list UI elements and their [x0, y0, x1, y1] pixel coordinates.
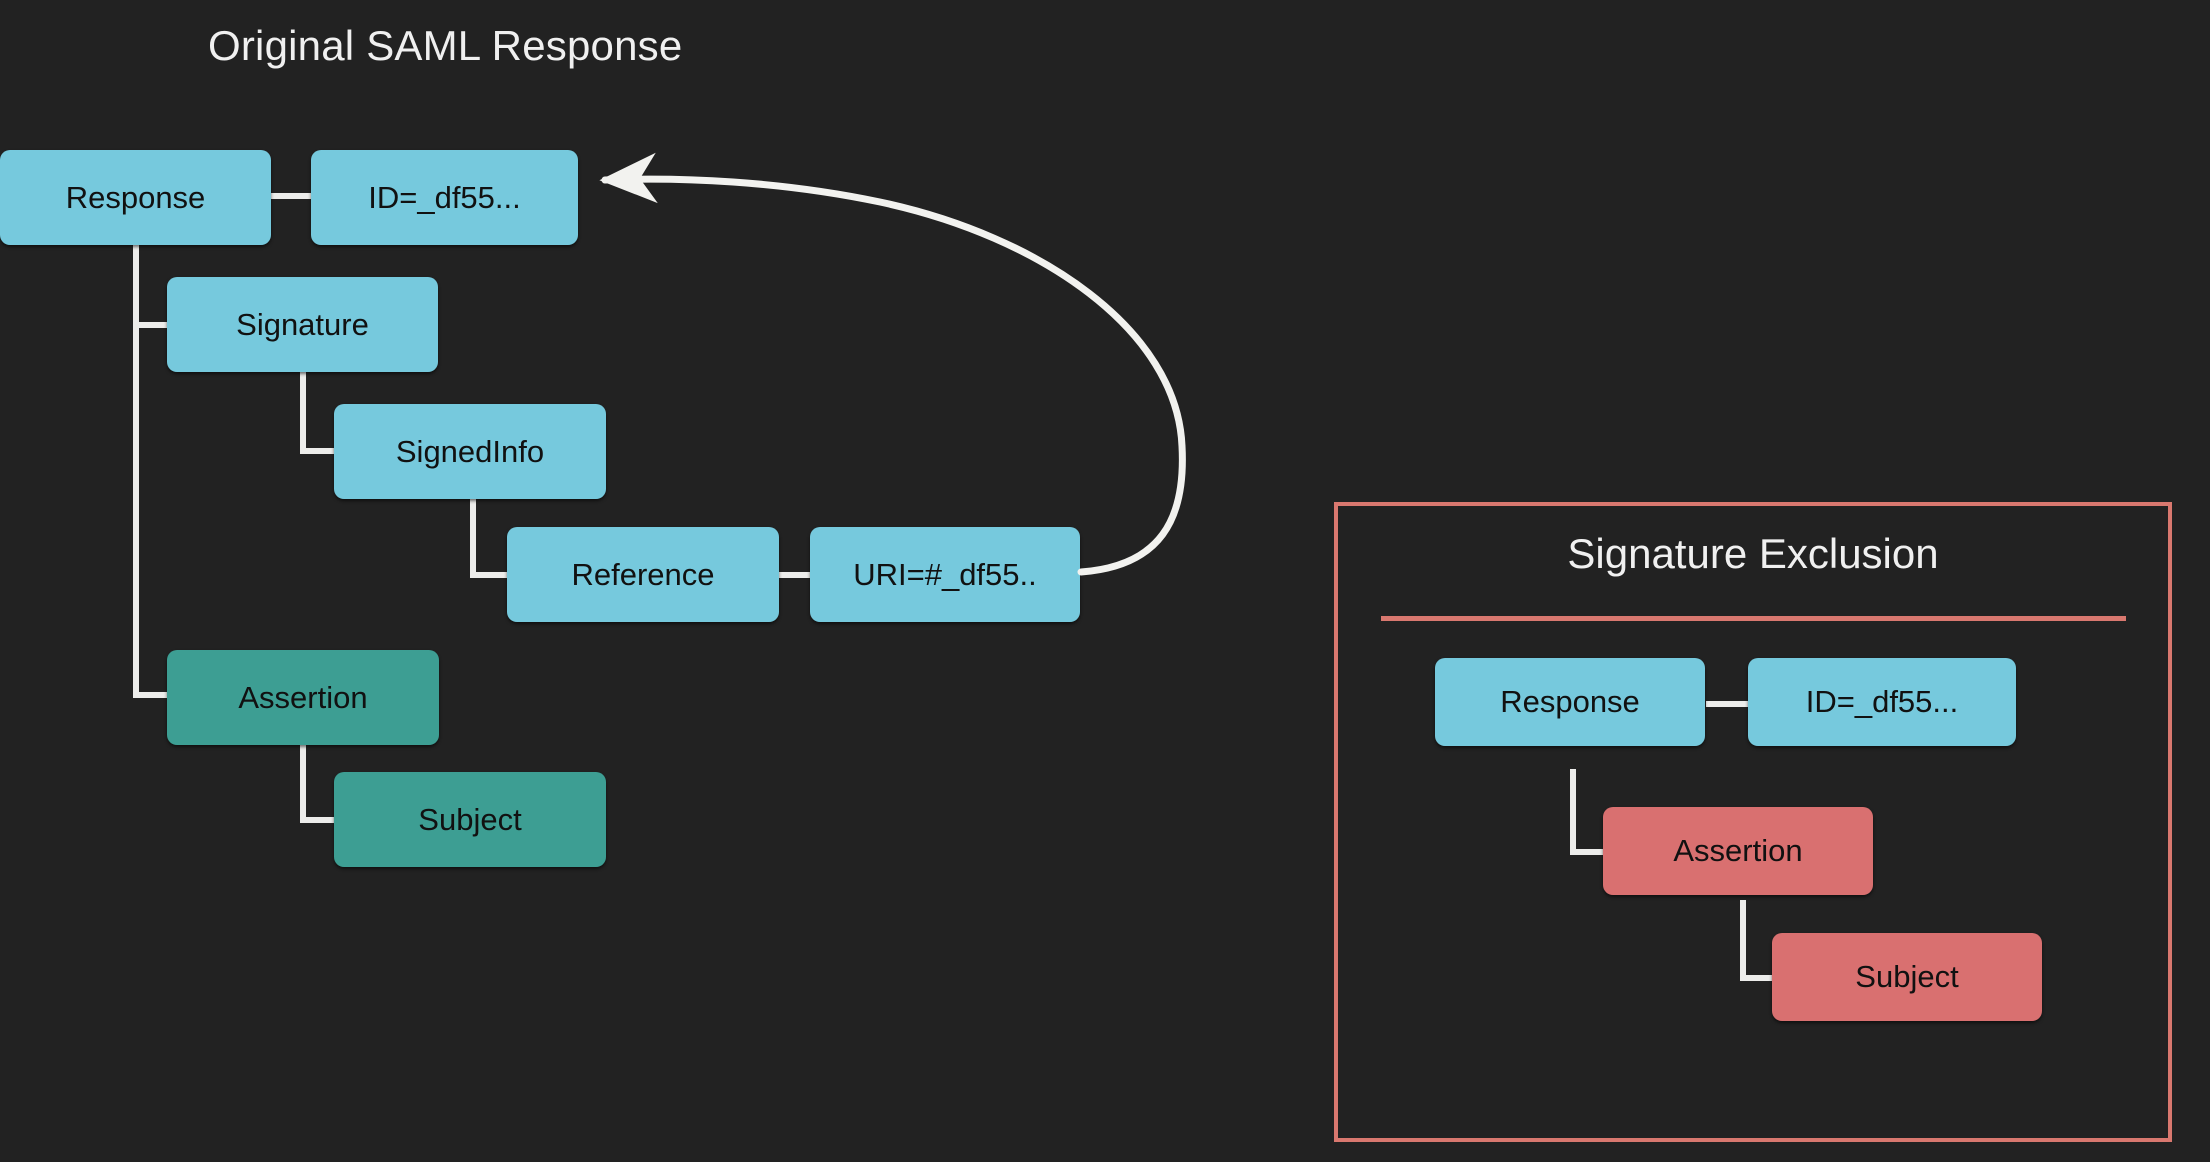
node-assertion-excluded-label: Assertion: [1673, 833, 1803, 868]
signature-exclusion-title: Signature Exclusion: [1567, 530, 1939, 577]
connector-assertion-to-subject-horizontal-right: [1740, 975, 1774, 981]
connector-assertion-to-subject-vertical: [300, 745, 306, 817]
connector-signedinfo-to-reference-vertical: [470, 499, 476, 572]
connector-reference-to-uri: [778, 572, 812, 578]
node-signedinfo-label: SignedInfo: [395, 433, 545, 469]
uri-points-to-id-arrow: [599, 152, 1186, 576]
node-subject-label: Subject: [418, 801, 522, 837]
connector-signedinfo-to-reference-horizontal: [470, 572, 510, 578]
panel-divider: [1381, 616, 2126, 621]
node-response[interactable]: Response: [0, 150, 271, 245]
node-subject-excluded[interactable]: Subject: [1772, 933, 2042, 1021]
node-uri-attribute[interactable]: URI=#_df55..: [810, 527, 1080, 622]
node-uri-attribute-label: URI=#_df55..: [853, 556, 1037, 592]
node-response-excluded[interactable]: Response: [1435, 658, 1705, 746]
node-id-attribute-excluded-label: ID=_df55...: [1805, 684, 1959, 719]
node-reference[interactable]: Reference: [507, 527, 779, 622]
node-signedinfo[interactable]: SignedInfo: [334, 404, 606, 499]
node-id-attribute[interactable]: ID=_df55...: [311, 150, 578, 245]
node-assertion-label: Assertion: [238, 679, 368, 715]
connector-signature-to-signedinfo-horizontal: [300, 448, 336, 454]
connector-response-to-id: [271, 193, 311, 199]
connector-response-to-assertion-horizontal-right: [1570, 849, 1604, 855]
node-subject[interactable]: Subject: [334, 772, 606, 867]
node-subject-excluded-label: Subject: [1855, 959, 1959, 994]
connector-signature-to-signedinfo-vertical: [300, 372, 306, 448]
node-id-attribute-label: ID=_df55...: [368, 179, 521, 215]
node-signature[interactable]: Signature: [167, 277, 438, 372]
node-response-label: Response: [65, 179, 206, 215]
connector-assertion-to-subject-horizontal: [300, 817, 336, 823]
node-response-excluded-label: Response: [1500, 684, 1640, 719]
connector-response-to-signature: [133, 322, 169, 328]
signature-exclusion-panel: [1334, 502, 2172, 1142]
node-signature-label: Signature: [236, 306, 369, 342]
connector-response-to-assertion: [133, 692, 169, 698]
connector-response-to-assertion-vertical-right: [1570, 769, 1576, 855]
node-reference-label: Reference: [571, 556, 715, 592]
connector-response-to-id-right: [1706, 701, 1748, 707]
node-assertion[interactable]: Assertion: [167, 650, 439, 745]
left-diagram-title: Original SAML Response: [208, 22, 683, 69]
connector-response-spine: [133, 245, 139, 698]
node-id-attribute-excluded[interactable]: ID=_df55...: [1748, 658, 2016, 746]
connector-assertion-to-subject-vertical-right: [1740, 900, 1746, 981]
node-assertion-excluded[interactable]: Assertion: [1603, 807, 1873, 895]
